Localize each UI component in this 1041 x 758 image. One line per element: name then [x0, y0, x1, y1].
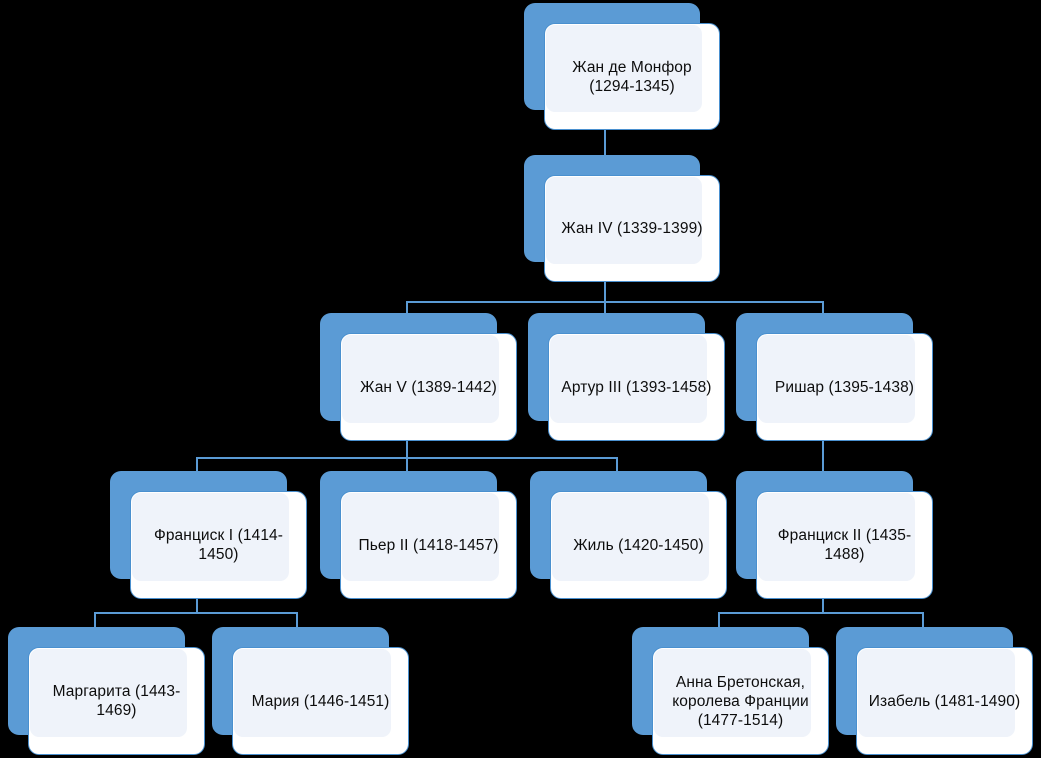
node-label: Жан IV (1339-1399) — [561, 220, 703, 237]
node-anna-bretonskaya[interactable]: Анна Бретонская, королева Франции (1477-… — [632, 627, 829, 755]
connector-rishar-to-francisk-ii — [822, 435, 824, 474]
connector-to-francisk-i — [196, 457, 198, 474]
node-label: Жан де Монфор (1294-1345) — [572, 58, 692, 95]
node-label: Анна Бретонская, королева Франции (1477-… — [672, 673, 809, 729]
node-label: Маргарита (1443-1469) — [52, 683, 181, 719]
node-inner-fill — [342, 335, 499, 423]
connector-francisk-ii-drop — [822, 591, 824, 613]
node-label: Франциск II (1435-1488) — [777, 527, 912, 563]
node-inner-fill — [758, 493, 915, 581]
node-pier-ii[interactable]: Пьер II (1418-1457) — [320, 471, 517, 599]
connector-to-anna-bretonskaya — [718, 612, 720, 629]
connector-to-mariya — [296, 612, 298, 629]
node-margarita[interactable]: Маргарита (1443-1469) — [8, 627, 205, 755]
connector-to-artur-iii — [604, 301, 606, 318]
node-izabel[interactable]: Изабель (1481-1490) — [836, 627, 1033, 755]
node-inner-fill — [858, 649, 1015, 737]
connector-gen5-right-bus — [718, 612, 924, 614]
node-inner-fill — [132, 493, 289, 581]
node-inner-fill — [550, 335, 707, 423]
connector-to-margarita — [94, 612, 96, 629]
node-label: Изабель (1481-1490) — [868, 692, 1021, 710]
connector-to-pier-ii — [406, 457, 408, 474]
node-artur-iii[interactable]: Артур III (1393-1458) — [528, 313, 725, 441]
node-inner-fill — [234, 649, 391, 737]
node-francisk-i[interactable]: Франциск I (1414-1450) — [110, 471, 307, 599]
node-inner-fill — [342, 493, 499, 581]
node-inner-fill — [758, 335, 915, 423]
connector-francisk-i-drop — [196, 591, 198, 613]
node-label: Франциск I (1414-1450) — [153, 527, 284, 563]
connector-to-jean-v — [406, 301, 408, 318]
connector-gen3-bus — [406, 301, 824, 303]
node-rishar[interactable]: Ришар (1395-1438) — [736, 313, 933, 441]
node-inner-fill — [30, 649, 187, 737]
node-inner-fill — [546, 177, 702, 264]
node-label: Ришар (1395-1438) — [774, 378, 915, 396]
connector-to-zhil — [616, 457, 618, 474]
node-mariya[interactable]: Мария (1446-1451) — [212, 627, 409, 755]
node-jean-de-montfort[interactable]: Жан де Монфор (1294-1345) — [524, 3, 720, 130]
node-label: Пьер II (1418-1457) — [358, 536, 499, 554]
connector-to-rishar — [822, 301, 824, 318]
connector-gen5-left-bus — [94, 612, 298, 614]
node-inner-fill — [546, 25, 702, 112]
connector-jean-de-montfort-to-jean-iv — [604, 110, 606, 160]
node-inner-fill — [552, 493, 709, 581]
node-label: Артур III (1393-1458) — [561, 378, 712, 396]
node-inner-fill — [654, 649, 811, 737]
node-jean-v[interactable]: Жан V (1389-1442) — [320, 313, 517, 441]
node-label: Жан V (1389-1442) — [360, 378, 497, 396]
node-label: Жиль (1420-1450) — [573, 536, 704, 554]
node-francisk-ii[interactable]: Франциск II (1435-1488) — [736, 471, 933, 599]
connector-to-izabel — [922, 612, 924, 629]
connector-jean-v-drop — [406, 435, 408, 458]
connector-jean-iv-drop — [604, 275, 606, 302]
node-label: Мария (1446-1451) — [251, 692, 390, 710]
node-jean-iv[interactable]: Жан IV (1339-1399) — [524, 155, 720, 282]
node-zhil[interactable]: Жиль (1420-1450) — [530, 471, 727, 599]
